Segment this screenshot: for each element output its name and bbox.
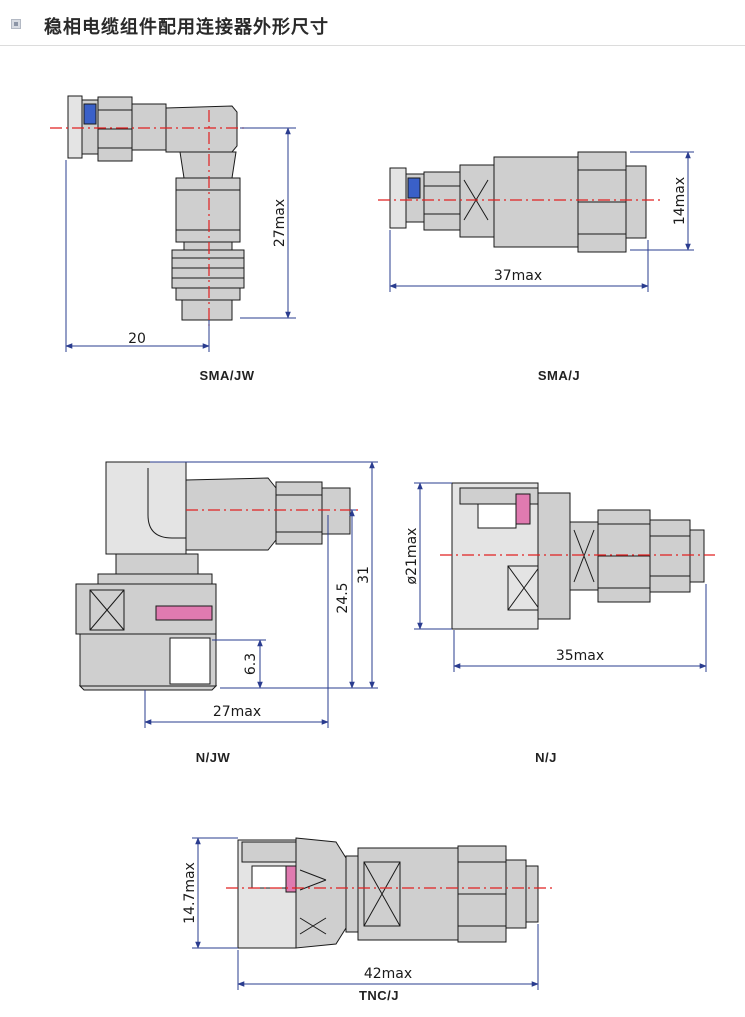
tnc-j-dim-length: 42max <box>364 966 412 982</box>
n-jw-seal <box>155 605 213 621</box>
caption-sma-jw: SMA/JW <box>199 368 255 383</box>
sma-j-dimensions <box>389 151 694 292</box>
n-j-dim-length: 35max <box>556 648 604 664</box>
n-j-dimensions <box>414 482 707 672</box>
sma-j-dim-diameter: 14max <box>672 177 688 225</box>
header: 稳相电缆组件配用连接器外形尺寸 <box>0 0 745 46</box>
sma-jw-centerlines <box>50 110 248 330</box>
section-bullet-icon <box>11 19 21 29</box>
caption-tnc-j: TNC/J <box>358 988 400 1003</box>
sma-j-insulator <box>407 177 421 199</box>
n-jw-dim-width: 27max <box>213 704 261 720</box>
n-jw-dim-height-inner: 24.5 <box>335 582 351 613</box>
page-title: 稳相电缆组件配用连接器外形尺寸 <box>44 17 329 37</box>
tnc-j-dimensions <box>192 837 539 990</box>
n-jw-dim-height-total: 31 <box>356 566 372 584</box>
caption-n-j: N/J <box>535 750 557 765</box>
caption-n-jw: N/JW <box>195 750 231 765</box>
n-j-dim-diameter: ø21max <box>404 528 420 585</box>
n-jw-dimensions <box>144 461 378 728</box>
tnc-j-drawing <box>237 837 539 949</box>
n-j-drawing <box>451 482 705 630</box>
header-divider <box>0 45 745 46</box>
n-jw-dim-pin: 6.3 <box>243 653 259 675</box>
sma-jw-insulator <box>83 103 97 125</box>
tnc-j-dim-diameter: 14.7max <box>182 862 198 924</box>
sma-jw-dim-width: 20 <box>128 331 146 347</box>
sma-jw-dim-height: 27max <box>272 199 288 247</box>
n-j-seal <box>515 493 531 525</box>
n-jw-drawing <box>75 461 351 691</box>
caption-sma-j: SMA/J <box>537 368 581 383</box>
sma-j-dim-length: 37max <box>494 268 542 284</box>
sma-jw-dimensions <box>65 127 296 352</box>
sma-jw-drawing <box>67 95 245 321</box>
sma-j-drawing <box>389 151 647 253</box>
